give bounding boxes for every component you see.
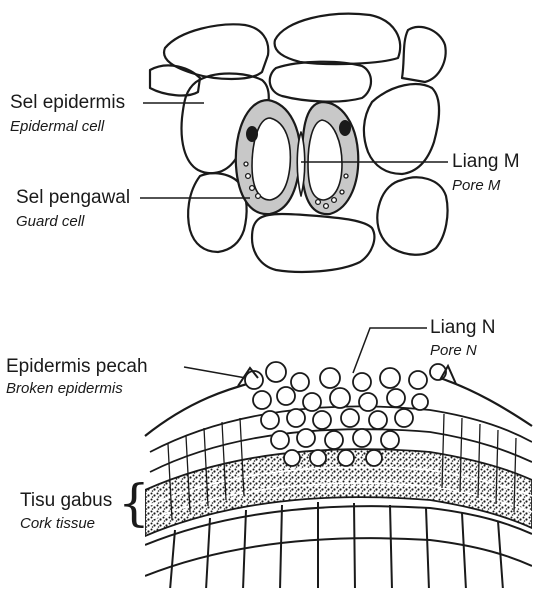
label-pore-n: Liang N <box>430 318 496 337</box>
label-epidermal-cell-en: Epidermal cell <box>10 119 104 134</box>
leader-pore-n <box>353 328 427 373</box>
leader-broken-epidermis <box>184 367 246 378</box>
label-pore-n-en: Pore N <box>430 343 477 358</box>
label-epidermal-cell: Sel epidermis <box>10 93 125 112</box>
label-guard-cell: Sel pengawal <box>16 188 130 207</box>
label-broken-epidermis: Epidermis pecah <box>6 357 148 376</box>
label-cork-tissue-en: Cork tissue <box>20 516 95 531</box>
label-cork-tissue: Tisu gabus <box>20 491 112 510</box>
label-broken-epidermis-en: Broken epidermis <box>6 381 123 396</box>
label-guard-cell-en: Guard cell <box>16 214 84 229</box>
cork-brace: { <box>118 478 150 528</box>
label-pore-m: Liang M <box>452 152 520 171</box>
label-pore-m-en: Pore M <box>452 178 500 193</box>
